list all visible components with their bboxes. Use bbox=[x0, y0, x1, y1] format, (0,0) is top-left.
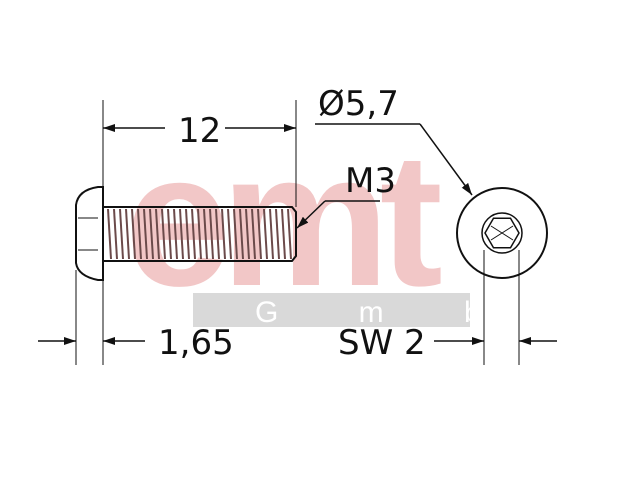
socket-size-label: SW 2 bbox=[338, 323, 426, 363]
thread-line bbox=[197, 208, 202, 260]
thread-line bbox=[275, 208, 280, 260]
thread-line bbox=[143, 208, 148, 260]
thread-line bbox=[149, 208, 154, 260]
hex-socket bbox=[484, 217, 520, 249]
thread-line bbox=[263, 208, 268, 260]
thread-line bbox=[203, 208, 208, 260]
screw-side-view bbox=[75, 186, 297, 281]
head-diameter-label: Ø5,7 bbox=[318, 84, 399, 124]
head-outline bbox=[456, 187, 548, 279]
thread-line bbox=[209, 208, 214, 260]
screw-threads bbox=[107, 208, 292, 260]
head-height-label: 1,65 bbox=[158, 323, 234, 363]
watermark-company: G m b H bbox=[255, 296, 619, 329]
thread-line bbox=[113, 208, 118, 260]
watermark: emt G m b H bbox=[125, 114, 619, 329]
thread-line bbox=[155, 208, 160, 260]
thread-line bbox=[287, 208, 292, 260]
thread-line bbox=[185, 208, 190, 260]
thread-line bbox=[251, 208, 256, 260]
thread-line bbox=[269, 208, 274, 260]
thread-line bbox=[257, 208, 262, 260]
thread-label: M3 bbox=[345, 161, 396, 201]
thread-line bbox=[125, 208, 130, 260]
screw-head bbox=[75, 186, 104, 281]
dimension-socket-size: SW 2 bbox=[338, 323, 557, 363]
thread-line bbox=[245, 208, 250, 260]
thread-line bbox=[131, 208, 136, 260]
dimension-head-height: 1,65 bbox=[38, 323, 234, 363]
thread-line bbox=[233, 208, 238, 260]
watermark-band bbox=[193, 293, 470, 327]
thread-line bbox=[215, 208, 220, 260]
thread-line bbox=[161, 208, 166, 260]
thread-line bbox=[281, 208, 286, 260]
thread-line bbox=[227, 208, 232, 260]
thread-callout: M3 bbox=[296, 161, 396, 229]
thread-line bbox=[119, 208, 124, 260]
thread-line bbox=[239, 208, 244, 260]
diameter-callout: Ø5,7 bbox=[315, 84, 473, 196]
thread-line bbox=[191, 208, 196, 260]
thread-line bbox=[179, 208, 184, 260]
screw-shaft bbox=[103, 206, 297, 262]
dimension-length: 12 bbox=[103, 111, 296, 151]
socket-circle bbox=[481, 212, 523, 254]
thread-line bbox=[221, 208, 226, 260]
length-label: 12 bbox=[178, 111, 221, 151]
extension-lines bbox=[75, 100, 520, 365]
thread-line bbox=[167, 208, 172, 260]
thread-line bbox=[107, 208, 112, 260]
screw-end-view bbox=[456, 187, 548, 279]
thread-line bbox=[137, 208, 142, 260]
thread-line bbox=[173, 208, 178, 260]
